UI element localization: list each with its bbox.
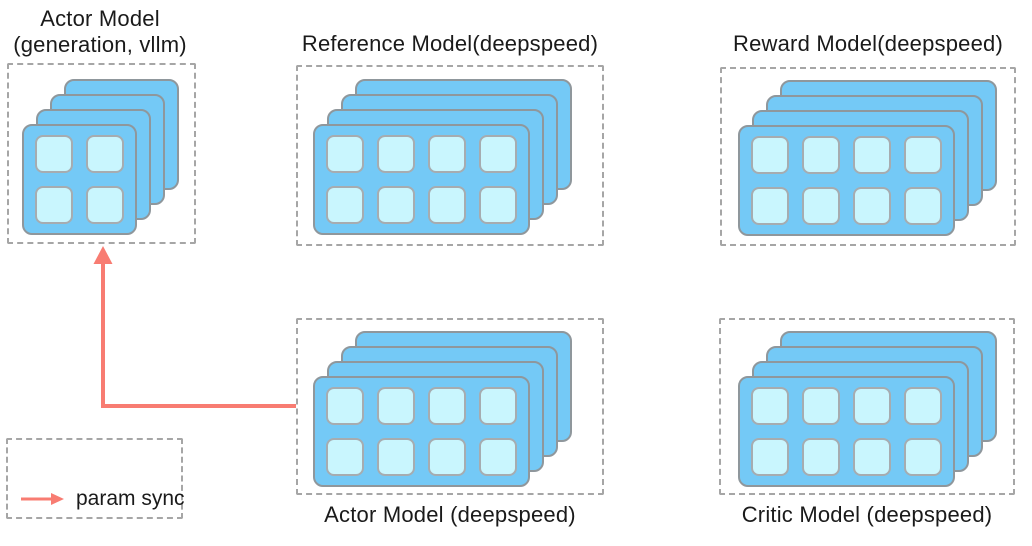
actor-vllm-title-line1: Actor Model [40,6,160,31]
gpu-card-front [738,376,955,487]
gpu-cell [479,438,517,476]
gpu-cell [853,187,891,225]
gpu-cell-grid [751,387,942,476]
reference-box [296,65,604,246]
actor-deepspeed-gpu-stack [313,331,572,487]
gpu-cell [428,438,466,476]
gpu-cell-grid [751,136,942,225]
gpu-cell [326,387,364,425]
gpu-cell [326,186,364,224]
gpu-cell-grid [326,135,517,224]
gpu-cell [802,387,840,425]
gpu-cell [86,186,124,224]
legend-row: param sync [20,485,185,513]
critic-gpu-stack [738,331,997,487]
gpu-card-front [313,124,530,235]
gpu-cell [853,438,891,476]
gpu-cell [853,387,891,425]
reference-title: Reference Model(deepspeed) [301,31,599,56]
gpu-cell [326,438,364,476]
gpu-cell [428,135,466,173]
actor-deepspeed-title: Actor Model (deepspeed) [324,502,576,527]
gpu-cell-grid [326,387,517,476]
gpu-cell [751,438,789,476]
gpu-cell [479,186,517,224]
gpu-cell [853,136,891,174]
gpu-cell [326,135,364,173]
reference-gpu-stack [313,79,572,235]
gpu-cell [904,187,942,225]
gpu-cell [428,186,466,224]
gpu-cell [377,186,415,224]
gpu-cell [751,136,789,174]
gpu-cell [802,438,840,476]
critic-title: Critic Model (deepspeed) [741,502,993,527]
gpu-cell [377,135,415,173]
gpu-cell [904,438,942,476]
gpu-card-front [313,376,530,487]
reward-title: Reward Model(deepspeed) [733,31,1003,56]
reward-box [720,67,1016,246]
gpu-cell [35,135,73,173]
gpu-cell [904,387,942,425]
actor-deepspeed-box [296,318,604,495]
gpu-cell [86,135,124,173]
legend-label: param sync [76,487,185,510]
gpu-cell [802,136,840,174]
gpu-cell-grid [35,135,124,224]
reward-gpu-stack [738,80,997,236]
gpu-cell [428,387,466,425]
gpu-cell [377,387,415,425]
gpu-cell [479,387,517,425]
param-sync-legend-arrow-icon [21,493,64,505]
gpu-cell [377,438,415,476]
gpu-cell [751,187,789,225]
actor-vllm-title-line2: (generation, vllm) [13,32,187,57]
gpu-cell [751,387,789,425]
gpu-cell [904,136,942,174]
gpu-card-front [738,125,955,236]
gpu-cell [479,135,517,173]
gpu-cell [802,187,840,225]
gpu-card-front [22,124,137,235]
critic-box [719,318,1015,495]
actor-vllm-box [7,63,196,244]
actor-vllm-gpu-stack [22,79,179,235]
legend-box: param sync [6,438,185,519]
actor-vllm-title: Actor Model (generation, vllm) [0,6,200,58]
gpu-cell [35,186,73,224]
